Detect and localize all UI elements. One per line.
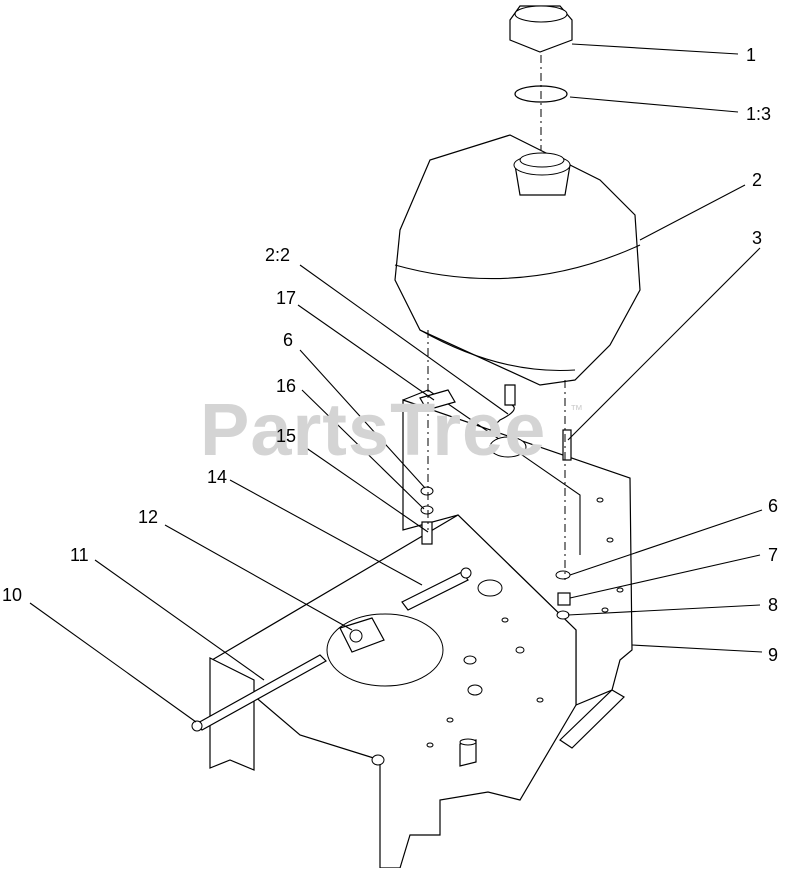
callout-16: 16 [276, 376, 297, 396]
fuel-tank [394, 134, 641, 406]
callout-14: 14 [207, 467, 228, 487]
callout-7: 7 [768, 545, 779, 565]
watermark: PartsTree [200, 388, 547, 471]
hardware-parts [191, 389, 572, 732]
callout-17: 17 [276, 288, 297, 308]
frame-chassis [209, 389, 633, 869]
tank-cap [509, 5, 573, 53]
callout-2: 2 [752, 170, 763, 190]
watermark-trademark: ™ [570, 402, 583, 417]
callout-9: 9 [768, 645, 779, 665]
callout-10: 10 [2, 585, 23, 605]
callout-leaders [29, 43, 763, 723]
callout-6-lower: 6 [768, 496, 779, 516]
callout-2-2: 2:2 [265, 245, 291, 265]
callout-11: 11 [70, 545, 89, 565]
assembly-lines [427, 55, 566, 580]
callout-1: 1 [746, 45, 757, 65]
callout-8: 8 [768, 595, 779, 615]
callout-1-3: 1:3 [746, 104, 772, 124]
callout-15: 15 [276, 426, 297, 446]
callout-6-upper: 6 [283, 330, 294, 350]
callout-12: 12 [138, 507, 159, 527]
callout-3: 3 [752, 228, 763, 248]
